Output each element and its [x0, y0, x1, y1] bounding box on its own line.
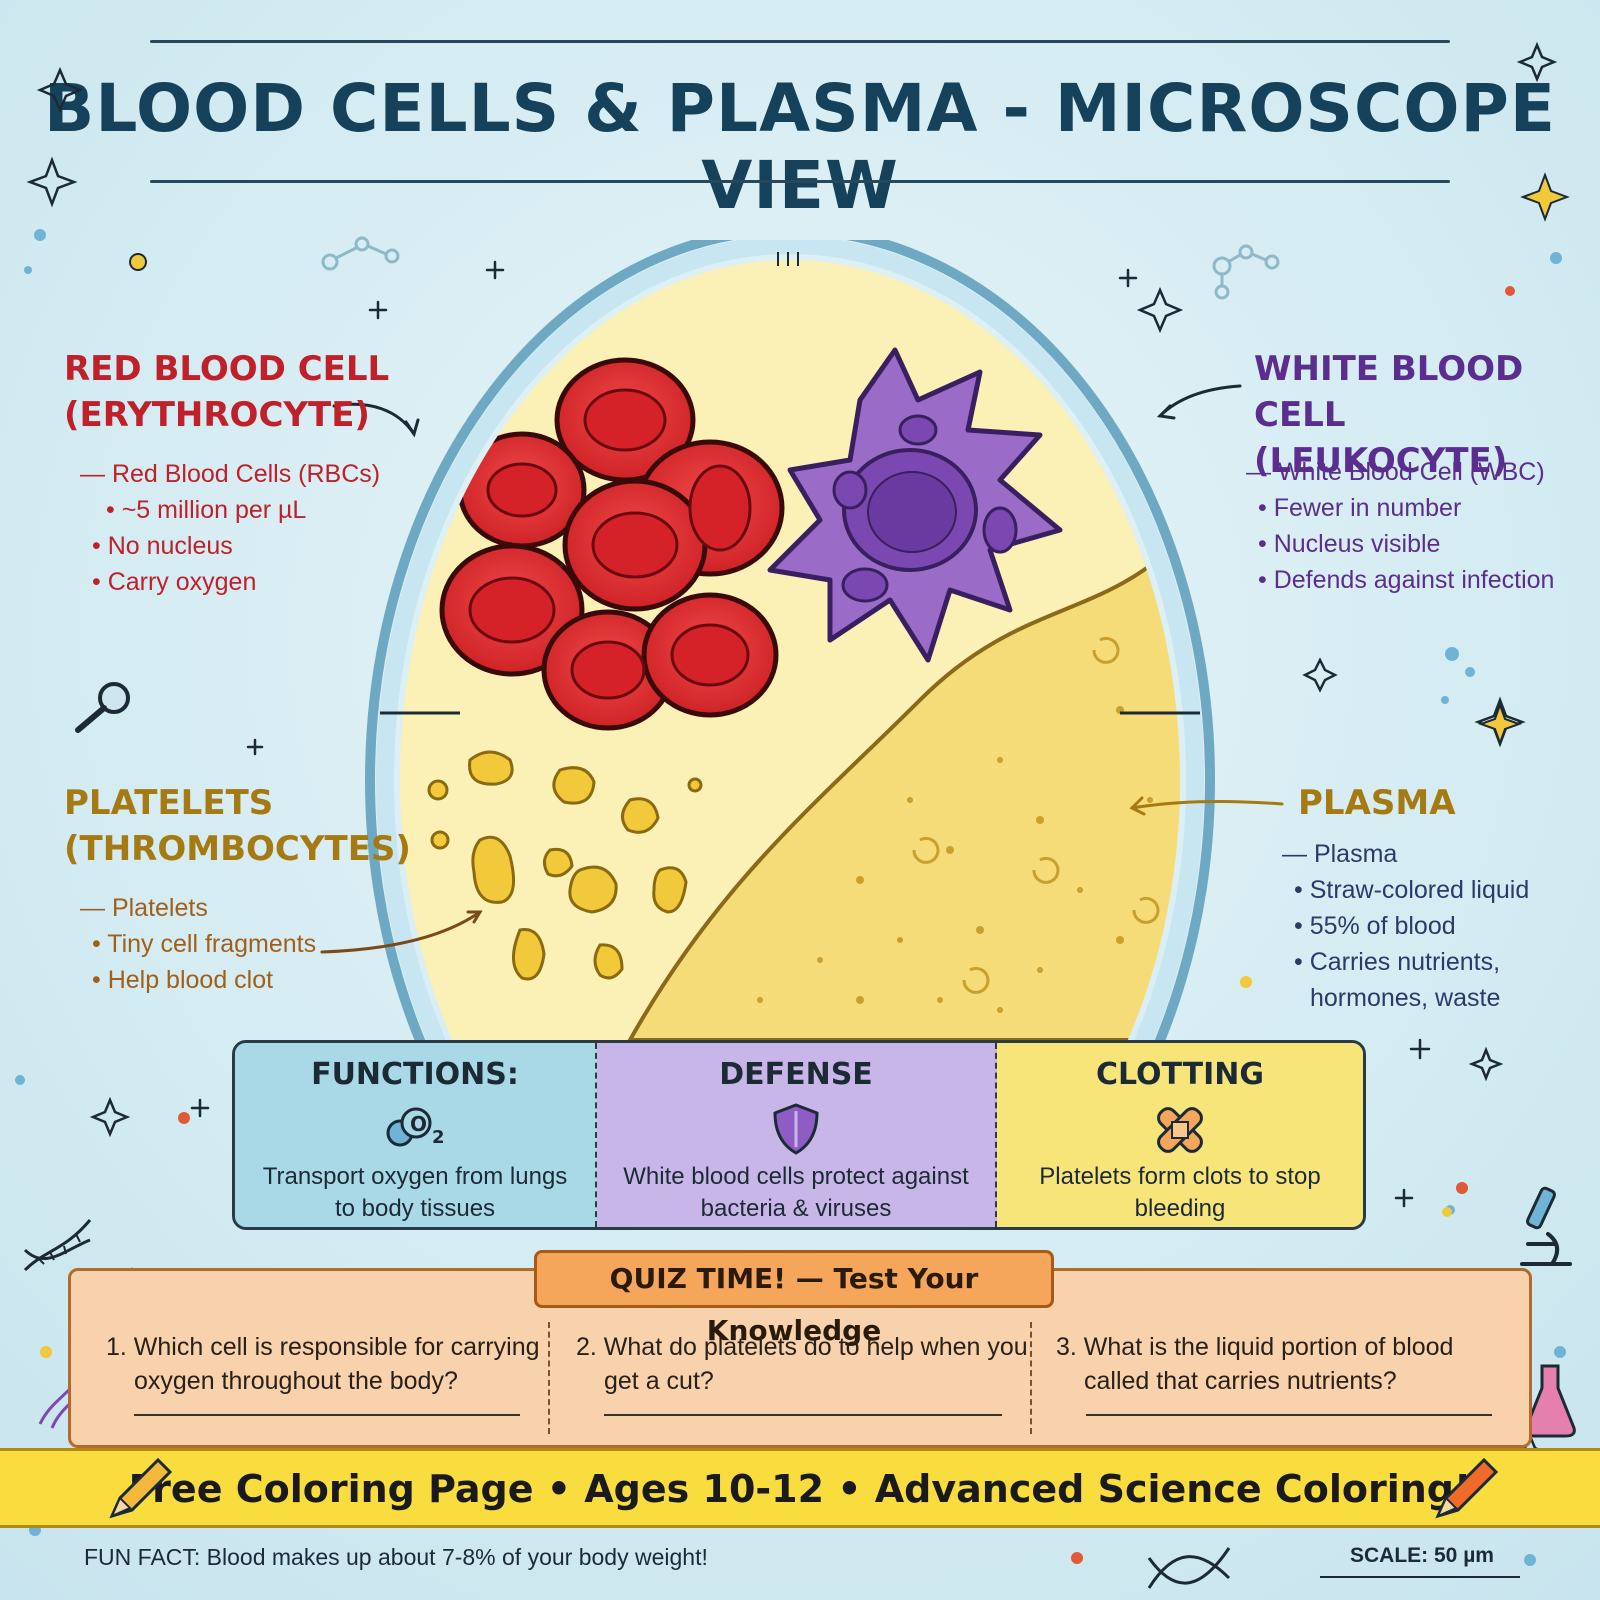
oxygen-icon: O 2 [380, 1101, 450, 1156]
quiz-question-2-line1: 2. What do platelets do to help when you [576, 1333, 1028, 1361]
white-cell-heading-line1: WHITE BLOOD CELL [1254, 349, 1524, 435]
oxygen-subscript: 2 [432, 1127, 445, 1148]
functions-card: FUNCTIONS: O 2 Transport oxygen from lun… [235, 1043, 597, 1227]
star-icon [89, 1096, 131, 1138]
title-rule-bottom [150, 180, 1450, 183]
platelets-list: — Platelets • Tiny cell fragments • Help… [80, 890, 316, 998]
white-cell-heading: WHITE BLOOD CELL (LEUKOCYTE) [1254, 346, 1600, 484]
quiz-question-3-line2: called that carries nutrients? [1084, 1367, 1397, 1395]
dna-icon [23, 1219, 92, 1272]
fun-fact: FUN FACT: Blood makes up about 7-8% of y… [84, 1544, 708, 1570]
bandage-icon [1148, 1101, 1212, 1164]
clotting-text: Platelets form clots to stop bleeding [1013, 1161, 1347, 1225]
quiz-divider [548, 1322, 550, 1434]
white-cell-heading-line2: (LEUKOCYTE) [1254, 441, 1508, 481]
quiz-question-3: 3. What is the liquid portion of blood c… [1056, 1330, 1453, 1398]
list-item: — Red Blood Cells (RBCs) [80, 460, 381, 488]
bottom-banner: Free Coloring Page • Ages 10-12 • Advanc… [0, 1448, 1600, 1528]
clotting-card: CLOTTING Platelets form clots to stop bl… [997, 1043, 1363, 1227]
molecule-icon [321, 236, 400, 271]
defense-text: White blood cells protect against bacter… [613, 1161, 979, 1225]
list-item: — Plasma [1282, 840, 1398, 868]
quiz-question-1-line1: 1. Which cell is responsible for carryin… [106, 1333, 540, 1361]
scale-label: SCALE: 50 µm [1350, 1544, 1494, 1567]
list-item: — White Blood Cell (WBC) [1246, 458, 1545, 486]
list-item: hormones, waste [1310, 984, 1501, 1012]
quiz-question-2: 2. What do platelets do to help when you… [576, 1330, 1028, 1398]
list-item: • Defends against infection [1258, 566, 1555, 594]
white-blood-cell [767, 347, 1063, 663]
list-item: • No nucleus [92, 532, 233, 560]
label-arrows [320, 384, 1284, 954]
list-item: • Carry oxygen [92, 568, 257, 596]
molecule-icon [1212, 244, 1280, 300]
defense-card: DEFENSE White blood cells protect agains… [597, 1043, 997, 1227]
list-item: — Platelets [80, 894, 208, 922]
quiz-question-2-line2: get a cut? [604, 1367, 714, 1395]
clotting-heading: CLOTTING [1095, 1057, 1265, 1092]
red-cell-heading-line2: (ERYTHROCYTE) [64, 395, 370, 435]
quiz-title: QUIZ TIME! — Test Your Knowledge [534, 1250, 1054, 1347]
functions-heading: FUNCTIONS: [311, 1057, 519, 1092]
defense-text-line1: White blood cells protect against [623, 1163, 969, 1190]
scale-bar [1320, 1576, 1520, 1578]
quiz-answer-line-1[interactable] [134, 1414, 520, 1416]
list-item: • ~5 million per µL [106, 496, 307, 524]
defense-text-line2: bacteria & viruses [700, 1195, 892, 1222]
platelets-heading-line1: PLATELETS [64, 783, 274, 823]
list-item: • Help blood clot [92, 966, 274, 994]
page-title: BLOOD CELLS & PLASMA - MICROSCOPE VIEW [44, 70, 1556, 224]
clotting-text-line1: Platelets form clots to stop [1039, 1163, 1321, 1190]
red-cell-heading: RED BLOOD CELL (ERYTHROCYTE) [64, 346, 389, 438]
pencil-icon [1435, 1457, 1499, 1519]
platelets-heading: PLATELETS (THROMBOCYTES) [64, 780, 411, 872]
quiz-answer-line-2[interactable] [604, 1414, 1002, 1416]
oxygen-symbol: O [410, 1112, 427, 1136]
clotting-text-line2: bleeding [1134, 1195, 1226, 1222]
star-icon [1302, 657, 1338, 693]
platelets-heading-line2: (THROMBOCYTES) [64, 829, 411, 869]
quiz-question-1-line2: oxygen throughout the body? [134, 1367, 458, 1395]
functions-text-line1: Transport oxygen from lungs [262, 1163, 568, 1190]
list-item: • Fewer in number [1258, 494, 1462, 522]
plasma-heading: PLASMA [1298, 783, 1456, 823]
shield-icon [771, 1101, 821, 1162]
quiz-answer-line-3[interactable] [1086, 1414, 1492, 1416]
functions-panel: FUNCTIONS: O 2 Transport oxygen from lun… [232, 1040, 1366, 1230]
white-cell-list: — White Blood Cell (WBC) • Fewer in numb… [1246, 454, 1554, 598]
list-item: • Straw-colored liquid [1294, 876, 1530, 904]
quiz-divider [1030, 1322, 1032, 1434]
red-cell-heading-line1: RED BLOOD CELL [64, 349, 390, 389]
title-rule-top [150, 40, 1450, 43]
functions-text: Transport oxygen from lungs to body tiss… [251, 1161, 579, 1225]
microscope-icon [1520, 1186, 1572, 1266]
red-cell-list: — Red Blood Cells (RBCs) • ~5 million pe… [80, 456, 380, 600]
microscope-view [365, 240, 1215, 1040]
star-icon [36, 66, 84, 114]
pencil-icon [109, 1457, 173, 1519]
quiz-question-1: 1. Which cell is responsible for carryin… [106, 1330, 540, 1398]
star-icon [1478, 702, 1522, 746]
list-item: • 55% of blood [1294, 912, 1456, 940]
star-icon [1516, 41, 1558, 83]
star-icon [1520, 172, 1570, 222]
star-icon [1136, 286, 1184, 334]
list-item: • Tiny cell fragments [92, 930, 317, 958]
magnifier-icon [75, 682, 130, 733]
functions-text-line2: to body tissues [334, 1195, 496, 1222]
list-item: • Nucleus visible [1258, 530, 1441, 558]
star-icon [26, 156, 78, 208]
plasma-list: — Plasma • Straw-colored liquid • 55% of… [1282, 836, 1529, 1016]
dna-icon [1147, 1547, 1231, 1589]
defense-heading: DEFENSE [719, 1057, 873, 1092]
list-item: • Carries nutrients, [1294, 948, 1501, 976]
quiz-question-3-line1: 3. What is the liquid portion of blood [1056, 1333, 1454, 1361]
